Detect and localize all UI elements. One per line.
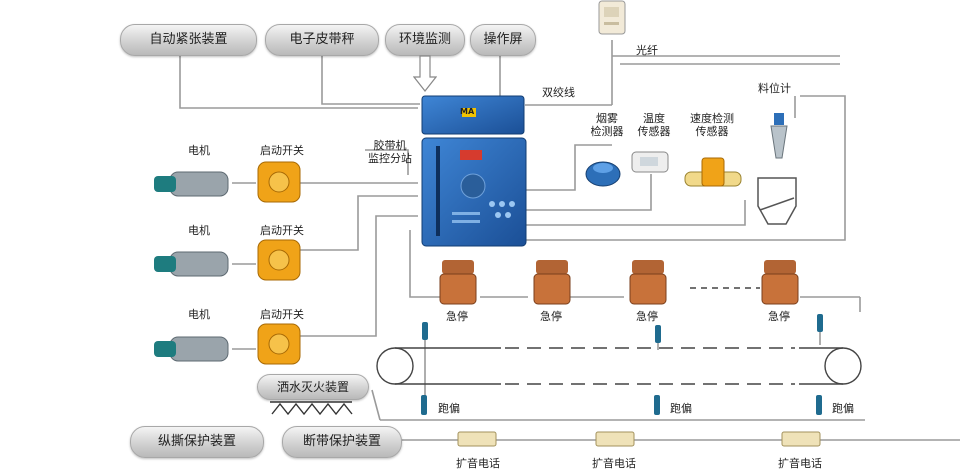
temperature-sensor-icon xyxy=(631,151,669,173)
longitudinal-tear-button[interactable]: 纵撕保护装置 xyxy=(130,426,264,458)
speed-sensor-label: 速度检测 传感器 xyxy=(690,112,734,138)
starter-label-1: 启动开关 xyxy=(260,144,304,157)
electronic-belt-scale-button[interactable]: 电子皮带秤 xyxy=(265,24,379,56)
deviation-sensor-icon-3 xyxy=(816,395,822,415)
estop-label-4: 急停 xyxy=(768,310,790,323)
motor-label-2: 电机 xyxy=(188,224,210,237)
down-arrow-icon xyxy=(413,55,437,92)
emergency-stop-icon-4 xyxy=(761,260,799,305)
sensor-pin-icon-2 xyxy=(655,325,661,343)
phone-label-2: 扩音电话 xyxy=(592,457,636,470)
deviation-label-2: 跑偏 xyxy=(670,402,692,415)
level-meter-label: 料位计 xyxy=(758,82,791,95)
sprinkler-icon xyxy=(270,401,353,416)
emergency-stop-icon-3 xyxy=(629,260,667,305)
belt-break-button[interactable]: 断带保护装置 xyxy=(282,426,402,458)
motor-label-1: 电机 xyxy=(188,144,210,157)
conveyor-belt xyxy=(376,347,862,385)
starter-switch-icon-2 xyxy=(257,239,301,281)
motor-label-3: 电机 xyxy=(188,308,210,321)
deviation-label-3: 跑偏 xyxy=(832,402,854,415)
monitoring-station xyxy=(421,95,527,247)
smoke-detector-icon xyxy=(585,161,621,187)
sensor-pin-icon-3 xyxy=(817,314,823,332)
sprinkler-button[interactable]: 洒水灭火装置 xyxy=(257,374,369,400)
phone-icon-3 xyxy=(781,431,821,447)
estop-label-2: 急停 xyxy=(540,310,562,323)
smoke-detector-label: 烟雾 检测器 xyxy=(590,112,624,138)
starter-switch-icon-1 xyxy=(257,161,301,203)
starter-label-2: 启动开关 xyxy=(260,224,304,237)
estop-label-3: 急停 xyxy=(636,310,658,323)
motor-icon-1 xyxy=(154,171,229,197)
twisted-pair-label: 双绞线 xyxy=(542,86,575,99)
operation-screen-button[interactable]: 操作屏 xyxy=(470,24,536,56)
material-bin-icon xyxy=(757,177,797,225)
operation-panel-icon xyxy=(598,0,626,35)
phone-label-3: 扩音电话 xyxy=(778,457,822,470)
estop-label-1: 急停 xyxy=(446,310,468,323)
fiber-label: 光纤 xyxy=(636,44,658,57)
emergency-stop-icon-1 xyxy=(439,260,477,305)
motor-icon-3 xyxy=(154,336,229,362)
phone-label-1: 扩音电话 xyxy=(456,457,500,470)
level-meter-icon xyxy=(770,113,788,159)
environment-monitoring-button[interactable]: 环境监测 xyxy=(385,24,465,56)
temperature-sensor-label: 温度 传感器 xyxy=(637,112,671,138)
auto-tension-button[interactable]: 自动紧张装置 xyxy=(120,24,257,56)
motor-icon-2 xyxy=(154,251,229,277)
phone-icon-1 xyxy=(457,431,497,447)
sensor-pin-icon-1 xyxy=(422,322,428,340)
deviation-sensor-icon-1 xyxy=(421,395,427,415)
speed-sensor-icon xyxy=(684,157,742,187)
starter-switch-icon-3 xyxy=(257,323,301,365)
deviation-label-1: 跑偏 xyxy=(438,402,460,415)
station-badge: MA xyxy=(460,107,475,116)
emergency-stop-icon-2 xyxy=(533,260,571,305)
deviation-sensor-icon-2 xyxy=(654,395,660,415)
phone-icon-2 xyxy=(595,431,635,447)
station-label: 胶带机 监控分站 xyxy=(368,139,412,165)
starter-label-3: 启动开关 xyxy=(260,308,304,321)
